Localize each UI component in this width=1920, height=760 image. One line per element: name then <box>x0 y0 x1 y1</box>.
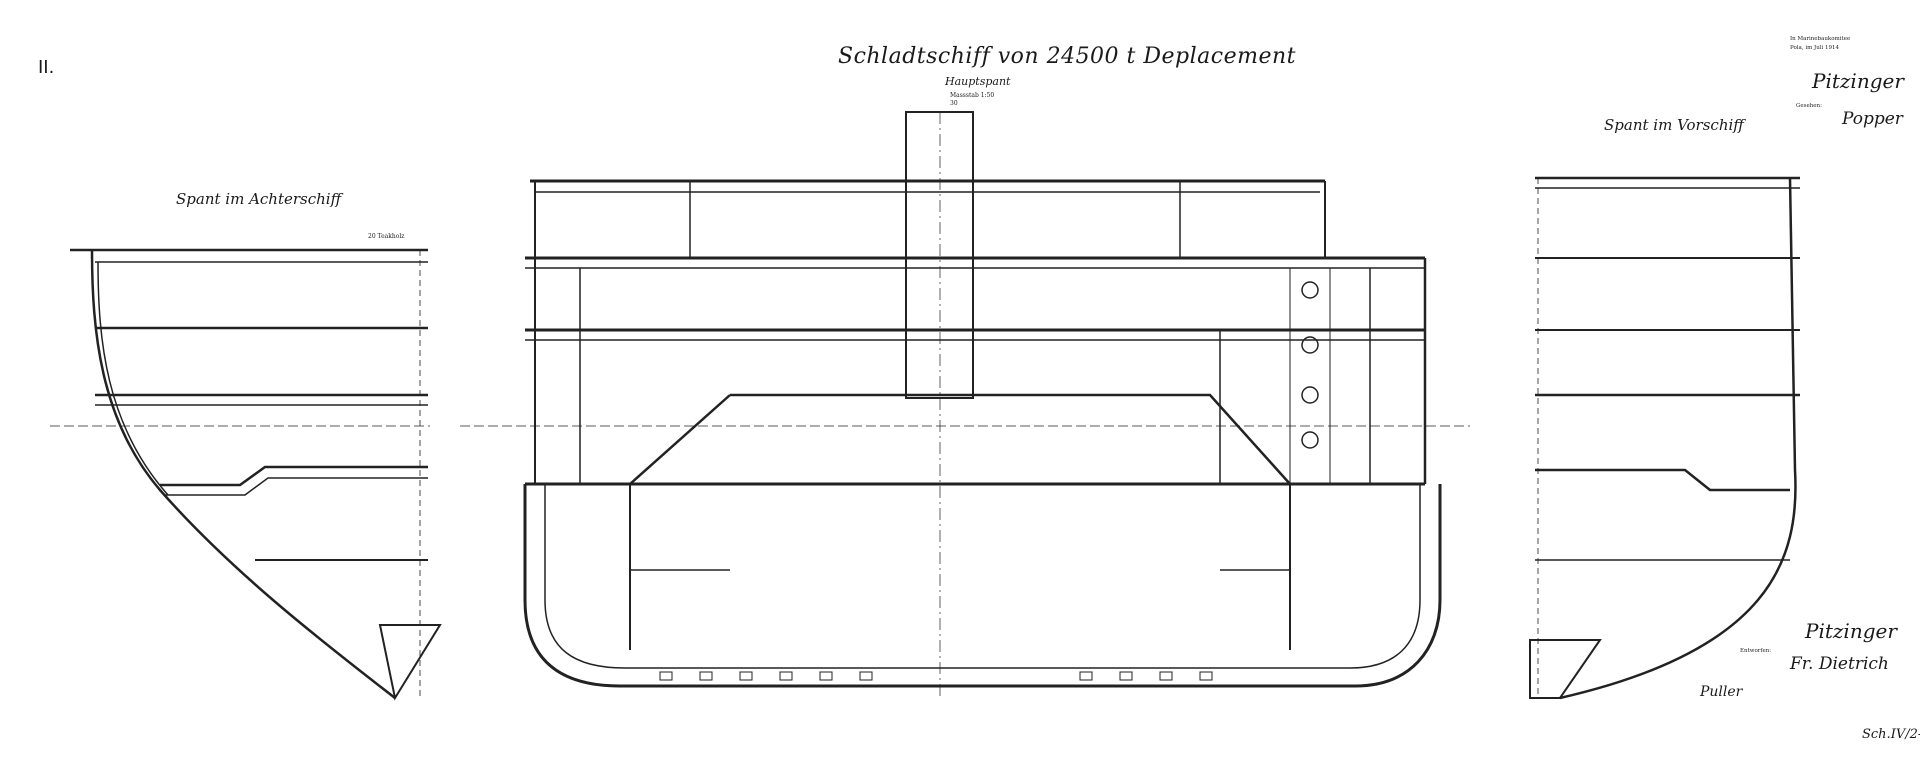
sheet-mark: II. <box>38 57 55 78</box>
signature-drawn: Puller <box>1700 684 1743 700</box>
drawing-title: Schladtschiff von 24500 t Deplacement <box>838 44 1297 69</box>
signature-designer-2: Fr. Dietrich <box>1790 654 1889 674</box>
drawing-number: Sch.IV/2-1 <box>1862 727 1920 742</box>
office-note: In Marinebaukomitee Pola, im Juli 1914 <box>1790 35 1850 53</box>
drawing-subtitle: Hauptspant <box>945 75 1011 88</box>
centerline-label: 30 <box>950 100 958 107</box>
main-midship-section <box>460 111 1470 700</box>
office-note-line: Pola, im Juli 1914 <box>1790 45 1840 51</box>
signature-designer-1: Pitzinger <box>1805 619 1897 643</box>
forward-frame-section <box>1529 176 1800 700</box>
designed-label: Entworfen: <box>1740 648 1772 654</box>
seen-label: Gesehen: <box>1796 103 1822 109</box>
office-note-line: In Marinebaukomitee <box>1790 36 1851 42</box>
forward-section-title: Spant im Vorschiff <box>1604 116 1744 134</box>
aft-frame-section <box>50 248 442 701</box>
aft-section-title: Spant im Achterschiff <box>176 190 342 208</box>
scale-label: Massstab 1:50 <box>950 92 995 99</box>
signature-top: Pitzinger <box>1812 69 1904 93</box>
deck-top-label: 20 Teakholz <box>368 233 405 240</box>
signature-seen: Popper <box>1842 109 1903 129</box>
